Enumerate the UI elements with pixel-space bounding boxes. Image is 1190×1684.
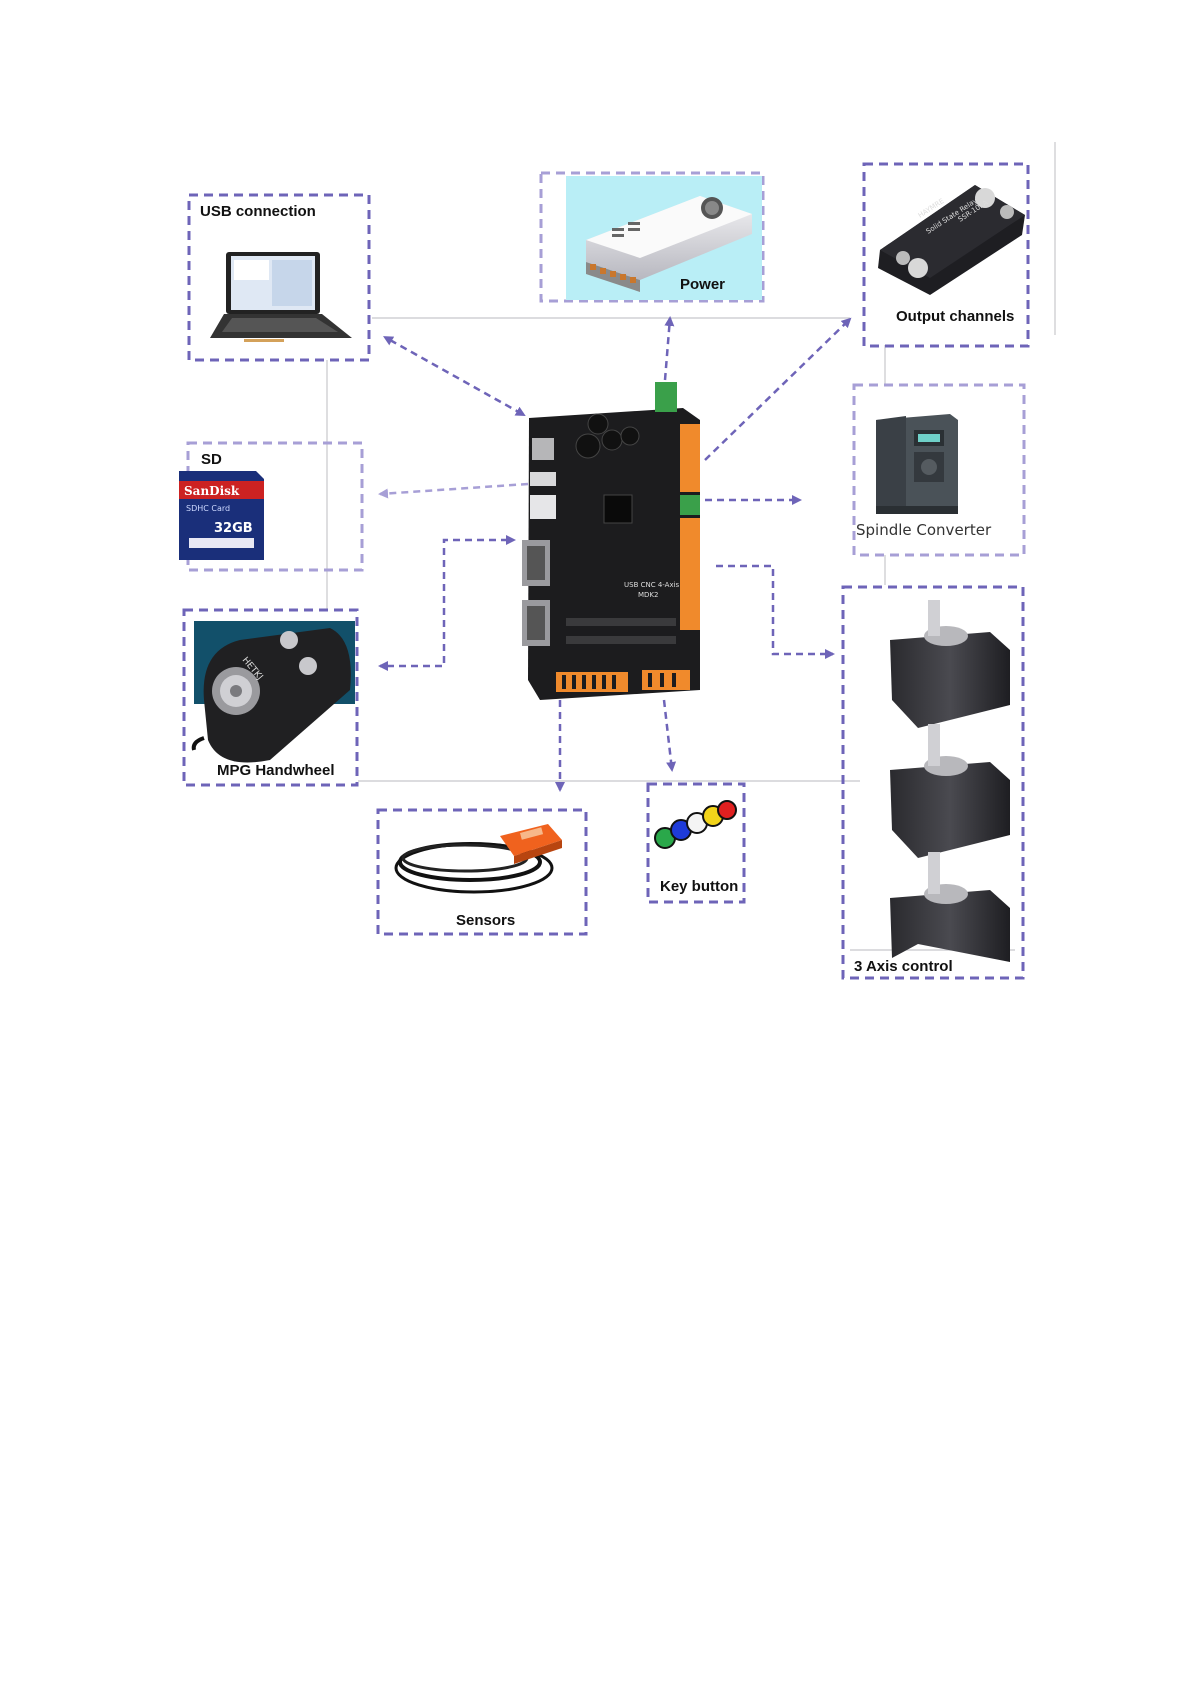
usb-connection-label: USB connection — [200, 203, 316, 220]
spindle-converter-label: Spindle Converter — [856, 521, 992, 539]
arrow-power — [665, 318, 670, 380]
laptop-icon — [210, 252, 352, 342]
stepper-motor-icon — [890, 852, 1010, 962]
stepper-motor-icon — [890, 724, 1010, 858]
power-node: Power — [541, 173, 763, 301]
sd-card-icon: SanDisk SDHC Card 32GB — [179, 471, 264, 560]
arrow-sd — [380, 484, 528, 494]
push-buttons-icon — [655, 801, 736, 848]
sd-capacity-text: 32GB — [214, 521, 253, 536]
board-model-text: MDK2 — [638, 591, 658, 599]
output-channels-label: Output channels — [896, 308, 1014, 325]
sd-node: SanDisk SDHC Card 32GB SD — [179, 443, 362, 570]
key-button-label: Key button — [660, 878, 738, 895]
board-title-text: USB CNC 4-Axis — [624, 581, 680, 589]
sd-label: SD — [201, 451, 222, 468]
vfd-icon — [876, 414, 958, 514]
sensors-label: Sensors — [456, 912, 515, 929]
arrow-output — [705, 319, 850, 460]
mpg-handwheel-node: HETKJ MPG Handwheel — [184, 610, 357, 785]
axis-control-node: 3 Axis control — [843, 587, 1023, 978]
usb-connection-node: USB connection — [189, 195, 369, 360]
stepper-motor-icon — [890, 600, 1010, 728]
proximity-sensor-icon — [396, 824, 562, 892]
axis-control-label: 3 Axis control — [854, 958, 953, 975]
key-button-node: Key button — [648, 784, 744, 902]
output-channels-node: HAYMRE SSR-10LA Solid State Relay Output… — [864, 164, 1028, 346]
spindle-converter-node: Spindle Converter — [854, 385, 1024, 555]
arrow-axis — [716, 566, 833, 654]
sd-brand-text: SanDisk — [184, 484, 240, 498]
sd-type-text: SDHC Card — [186, 504, 230, 513]
arrow-key-button — [664, 700, 672, 770]
power-label: Power — [680, 276, 725, 293]
mpg-handwheel-label: MPG Handwheel — [217, 762, 335, 779]
arrow-usb — [390, 340, 524, 415]
cnc-board-icon: USB CNC 4-Axis MDK2 — [522, 382, 700, 700]
sensors-node: Sensors — [378, 810, 586, 934]
arrow-mpg — [380, 540, 508, 666]
solid-state-relay-icon: HAYMRE SSR-10LA Solid State Relay — [878, 185, 1025, 295]
